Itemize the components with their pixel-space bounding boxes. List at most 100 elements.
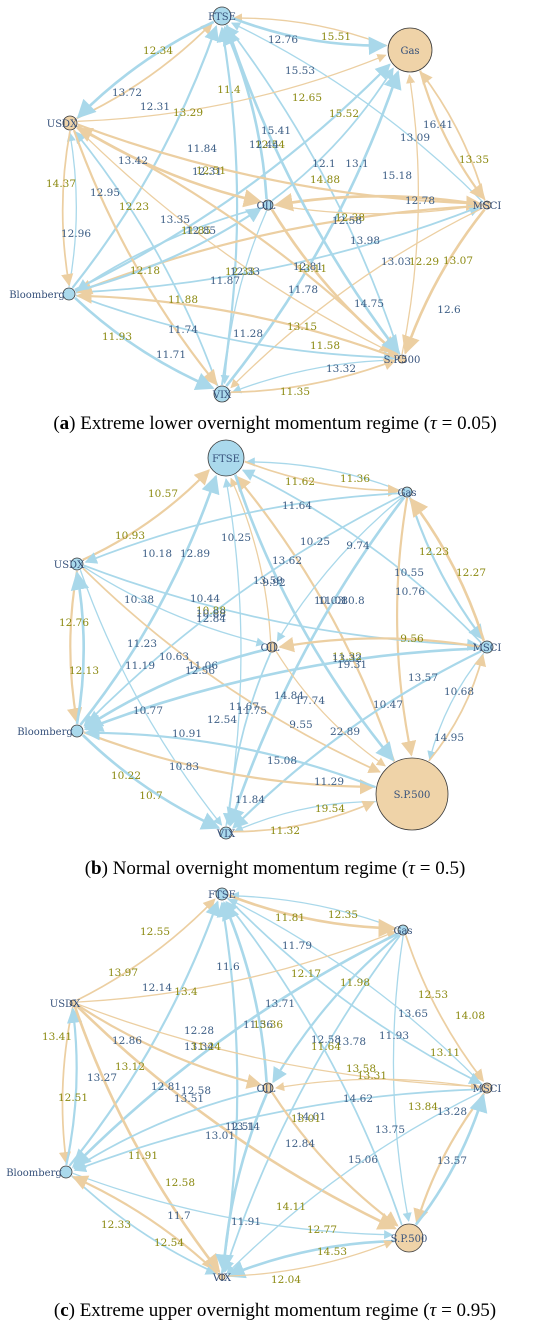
- edge-weight-label: 13.35: [459, 154, 489, 166]
- edge: [75, 294, 397, 364]
- edge: [220, 210, 268, 385]
- edge-weight-label: 11.35: [280, 386, 310, 398]
- edge-weight-label: 11.6: [216, 961, 240, 973]
- edge-weight-label: 11.78: [288, 284, 318, 296]
- edge-weight-label: 10.88: [196, 605, 226, 617]
- edge-weight-label: 10.77: [133, 705, 163, 717]
- edge-weight-label: 13.27: [87, 1072, 117, 1084]
- edge-weight-label: 12.27: [456, 567, 486, 579]
- edge-weight-label: 10.03: [314, 595, 344, 607]
- edge: [74, 63, 391, 291]
- edge-weight-label: 12.33: [225, 266, 255, 278]
- node-sp500: [397, 354, 407, 364]
- edge: [76, 127, 398, 356]
- edge-weight-label: 11.93: [102, 331, 132, 343]
- edge-weight-label: 11.24: [191, 1041, 221, 1053]
- edge: [395, 497, 417, 757]
- edge-weight-label: 10.93: [115, 530, 145, 542]
- edge-weight-label: 13.1: [345, 158, 368, 170]
- edge: [58, 1006, 74, 1165]
- edge: [70, 571, 90, 725]
- edge: [61, 130, 74, 287]
- edge-weight-label: 22.89: [330, 726, 360, 738]
- edge-weight-label: 14.37: [46, 178, 76, 190]
- edge: [401, 74, 420, 355]
- edge-weight-label: 10.88: [196, 608, 226, 620]
- edge: [228, 898, 483, 1085]
- edge: [83, 731, 376, 795]
- edge-weight-label: 13.28: [437, 1106, 467, 1118]
- edge: [74, 130, 219, 387]
- edge-weight-label: 13.14: [230, 1121, 260, 1133]
- edge-weight-label: 11.71: [156, 349, 186, 361]
- edge-weight-label: 12.58: [181, 1085, 211, 1097]
- edge-weight-label: 11.64: [311, 1041, 341, 1053]
- node-msci: [482, 200, 492, 210]
- edge-weight-label: 11.29: [314, 776, 344, 788]
- node-vix: [218, 1273, 226, 1281]
- node-label-oil: OIL: [261, 643, 280, 654]
- edge-weight-label: 11.28: [233, 328, 263, 340]
- edge-weight-label: 9.74: [346, 540, 370, 552]
- edge: [76, 288, 398, 360]
- node-label-usdx: USDX: [54, 560, 85, 571]
- edge: [79, 474, 220, 726]
- edge-weight-label: 12.84: [196, 613, 226, 625]
- edge: [428, 653, 487, 762]
- edge-weight-label: 12.33: [101, 1219, 131, 1231]
- edge-weight-label: 12.1: [312, 158, 335, 170]
- edge-weight-label: 10.38: [124, 594, 154, 606]
- edge: [84, 725, 376, 789]
- edge: [83, 566, 266, 647]
- edge-weight-label: 13.01: [291, 1113, 321, 1125]
- edge-weight-label: 13.07: [443, 255, 473, 267]
- edge-weight-label: 12.58: [165, 1177, 195, 1189]
- edge-weight-label: 15.41: [261, 125, 291, 137]
- edge: [271, 1091, 399, 1227]
- node-gas: [401, 486, 413, 498]
- edge: [81, 734, 221, 830]
- edge-weight-label: 12.31: [140, 101, 170, 113]
- node-label-gas: Gas: [393, 926, 412, 937]
- edge-weight-label: 12.44: [249, 139, 279, 151]
- edge: [275, 1078, 482, 1092]
- edge: [82, 469, 210, 561]
- edge-weight-label: 13.57: [408, 672, 438, 684]
- node-msci: [481, 1082, 493, 1094]
- node-bloomberg: [62, 287, 76, 301]
- node-label-sp500: S.P.500: [391, 1234, 428, 1245]
- edge-weight-label: 13.4: [174, 986, 198, 998]
- edge: [222, 934, 401, 1273]
- edge: [271, 67, 394, 202]
- edge-weight-label: 11.4: [217, 84, 241, 96]
- edge-weight-label: 12.65: [292, 92, 322, 104]
- edge-weight-label: 13.71: [265, 998, 295, 1010]
- edge-weight-label: 12.17: [291, 968, 321, 980]
- edge-weight-label: 13.59: [253, 575, 283, 587]
- edge-weight-label: 11.81: [275, 912, 305, 924]
- edge-weight-label: 11.88: [168, 294, 198, 306]
- edge-weight-label: 12.95: [90, 187, 120, 199]
- edge-weight-label: 12.23: [419, 546, 449, 558]
- edge-weight-label: 10.18: [142, 548, 172, 560]
- edge-weight-label: 12.81: [293, 261, 323, 273]
- edge-weight-label: 14.11: [276, 1201, 306, 1213]
- edge-weight-label: 12.78: [405, 195, 435, 207]
- node-label-gas: Gas: [397, 488, 416, 499]
- node-ftse: [215, 887, 229, 901]
- edge-weight-label: 10.22: [111, 770, 141, 782]
- edge-weight-label: 11.56: [243, 1019, 273, 1031]
- edge: [392, 935, 412, 1222]
- edge-weight-label: 13.11: [430, 1047, 460, 1059]
- edge: [73, 296, 215, 390]
- edge: [76, 1003, 263, 1089]
- edge-weight-label: 15.18: [382, 170, 412, 182]
- edge-weight-label: 13.29: [173, 107, 203, 119]
- edge-weight-label: 12.51: [225, 1121, 255, 1133]
- edge: [272, 933, 400, 1084]
- node-ftse: [212, 6, 232, 26]
- edge: [226, 897, 482, 1085]
- edge-weight-label: 12.29: [409, 256, 439, 268]
- edge-weight-label: 13.32: [332, 653, 362, 665]
- edge: [75, 898, 216, 1002]
